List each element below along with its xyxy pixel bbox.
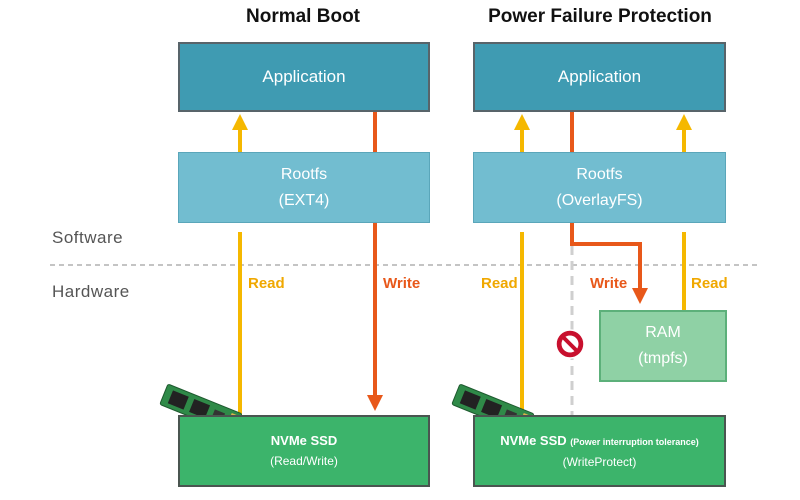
- right-ssd-note: (Power interruption tolerance): [570, 436, 699, 447]
- right-write-to-ram-arrow: [570, 223, 648, 304]
- left-application-box: Application: [178, 42, 430, 112]
- left-application-label: Application: [262, 67, 346, 86]
- left-nvme-ssd-box: NVMe SSD (Read/Write): [178, 415, 430, 487]
- ram-type: (tmpfs): [638, 350, 688, 367]
- right-write-label: Write: [590, 275, 628, 292]
- left-ssd-mode: (Read/Write): [270, 454, 338, 468]
- left-ssd-label: NVMe SSD: [270, 433, 338, 448]
- power-failure-protection-title: Power Failure Protection: [488, 6, 712, 27]
- ram-label: RAM: [645, 324, 681, 341]
- normal-boot-title: Normal Boot: [246, 6, 360, 27]
- right-read-label-left: Read: [481, 275, 518, 292]
- right-read-label-right: Read: [691, 275, 728, 292]
- right-rootfs-box: Rootfs (OverlayFS): [473, 152, 726, 223]
- right-ssd-mode: (WriteProtect): [562, 454, 637, 469]
- right-nvme-ssd-box: NVMe SSD (Power interruption tolerance) …: [473, 415, 726, 487]
- right-application-box: Application: [473, 42, 726, 112]
- software-layer-label: Software: [52, 228, 124, 247]
- right-ssd-label: NVMe SSD (Power interruption tolerance): [500, 431, 699, 452]
- left-write-label: Write: [383, 275, 421, 292]
- left-rootfs-type: (EXT4): [278, 191, 330, 209]
- right-ssd-name: NVMe SSD: [500, 432, 567, 448]
- right-rootfs-label: Rootfs: [576, 165, 623, 183]
- ram-box: RAM (tmpfs): [599, 310, 727, 382]
- prohibited-icon: [555, 329, 585, 359]
- right-rootfs-type: (OverlayFS): [556, 191, 643, 209]
- left-rootfs-box: Rootfs (EXT4): [178, 152, 430, 223]
- left-read-label: Read: [248, 275, 285, 292]
- left-rootfs-label: Rootfs: [280, 165, 328, 183]
- right-application-label: Application: [557, 67, 642, 86]
- hardware-layer-label: Hardware: [52, 282, 130, 301]
